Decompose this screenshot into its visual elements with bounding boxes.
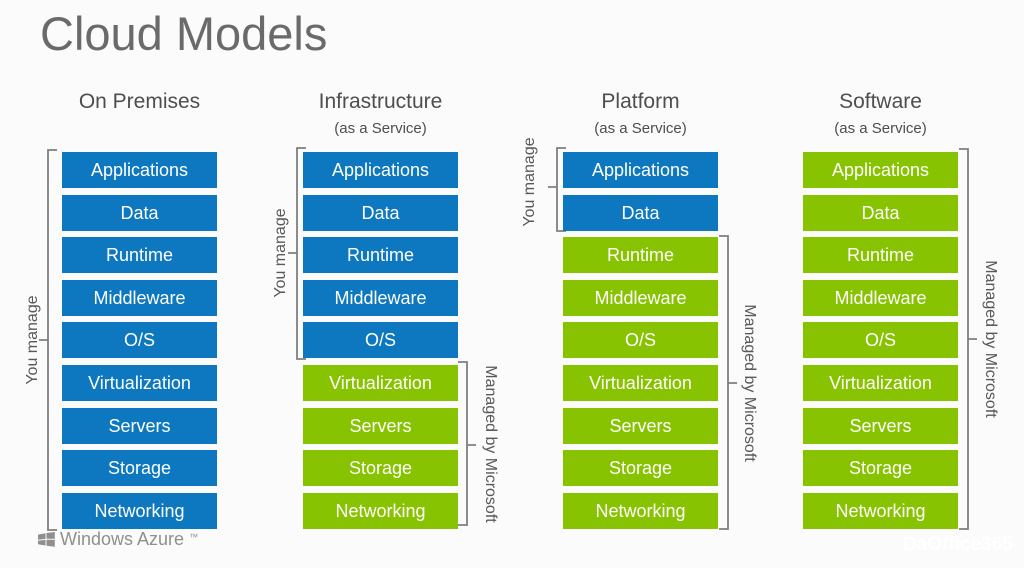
you-manage-label-platform: You manage [521,137,538,227]
layer-os: O/S [563,322,718,359]
layer-virtualization: Virtualization [803,364,958,401]
column-header-on-premises: On Premises [78,90,201,113]
bracket-managed-software [959,148,977,530]
layer-data: Data [563,194,718,231]
bracket-you-manage-platform [548,147,566,232]
windows-azure-logo: Windows Azure ™ [38,529,198,550]
layer-runtime: Runtime [803,237,958,274]
layer-networking: Networking [303,492,458,529]
layer-applications: Applications [803,152,958,188]
layer-middleware: Middleware [62,279,217,316]
layer-middleware: Middleware [303,279,458,316]
layer-networking: Networking [563,492,718,529]
column-header-software: Software [839,90,922,113]
you-manage-label-infrastructure: You manage [272,208,289,298]
layer-os: O/S [62,322,217,359]
layer-data: Data [303,194,458,231]
layer-runtime: Runtime [563,237,718,274]
column-subtitle-platform: (as a Service) [594,120,687,137]
windows-flag-icon [38,532,55,547]
page-title: Cloud Models [40,7,328,60]
column-subtitle-infrastructure: (as a Service) [334,120,427,137]
managed-label-software: Managed by Microsoft [982,260,999,418]
layer-stack-software: Applications Data Runtime Middleware O/S… [803,152,958,529]
layer-data: Data [803,194,958,231]
layer-servers: Servers [563,407,718,444]
layer-applications: Applications [563,152,718,188]
layer-applications: Applications [62,152,217,188]
bracket-you-manage-on-premises [39,149,57,531]
layer-data: Data [62,194,217,231]
layer-middleware: Middleware [803,279,958,316]
layer-storage: Storage [563,450,718,487]
managed-label-platform: Managed by Microsoft [741,304,758,462]
layer-storage: Storage [303,450,458,487]
layer-storage: Storage [803,450,958,487]
column-header-infrastructure: Infrastructure [318,90,443,113]
windows-azure-logo-text: Windows Azure [60,529,185,549]
layer-virtualization: Virtualization [303,364,458,401]
layer-virtualization: Virtualization [563,364,718,401]
layer-middleware: Middleware [563,279,718,316]
layer-storage: Storage [62,450,217,487]
layer-os: O/S [303,322,458,359]
layer-stack-on-premises: Applications Data Runtime Middleware O/S… [62,152,217,529]
layer-runtime: Runtime [303,237,458,274]
column-header-platform: Platform [601,90,680,113]
managed-label-infrastructure: Managed by Microsoft [482,365,499,523]
bracket-managed-infrastructure [458,361,476,526]
watermark: DaOffice365 [903,534,1013,555]
bracket-you-manage-infrastructure [288,147,306,360]
layer-servers: Servers [803,407,958,444]
layer-networking: Networking [803,492,958,529]
layer-servers: Servers [62,407,217,444]
layer-networking: Networking [62,492,217,529]
layer-os: O/S [803,322,958,359]
bracket-managed-platform [719,235,737,530]
layer-applications: Applications [303,152,458,188]
trademark-mark: ™ [189,532,199,542]
you-manage-label-on-premises: You manage [24,295,41,385]
layer-stack-platform: Applications Data Runtime Middleware O/S… [563,152,718,529]
layer-runtime: Runtime [62,237,217,274]
column-subtitle-software: (as a Service) [834,120,927,137]
layer-stack-infrastructure: Applications Data Runtime Middleware O/S… [303,152,458,529]
layer-virtualization: Virtualization [62,364,217,401]
layer-servers: Servers [303,407,458,444]
